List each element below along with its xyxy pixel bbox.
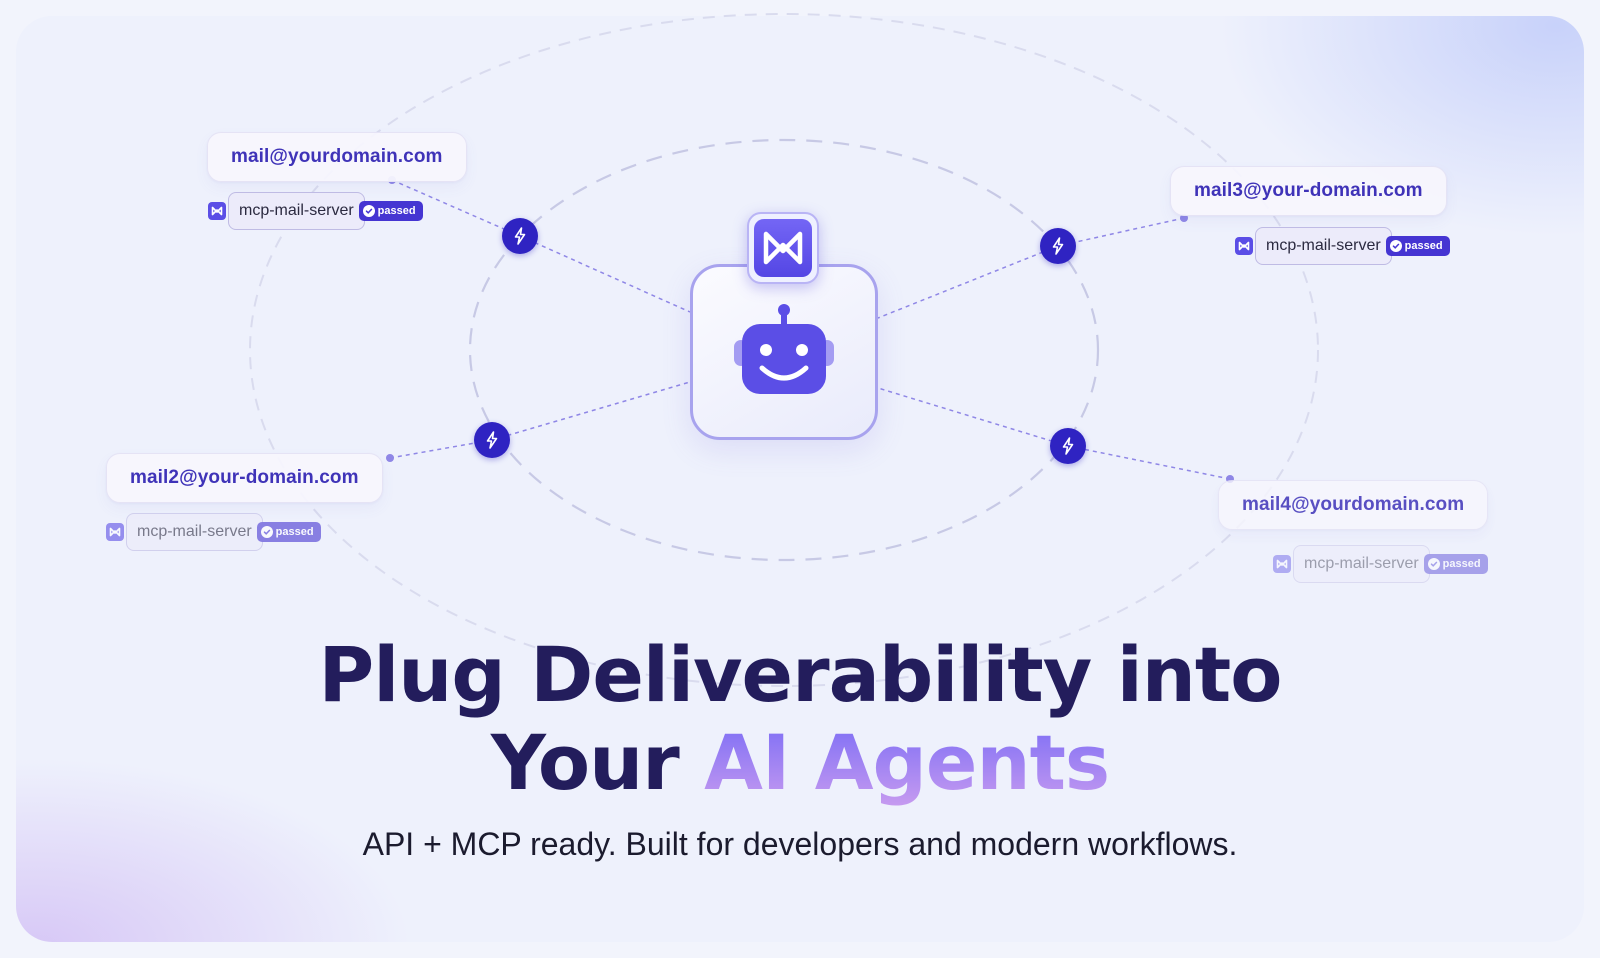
inner-orbit <box>468 138 1100 562</box>
status-badge: passed <box>1423 554 1488 574</box>
mailmodo-mini-icon <box>1273 555 1291 573</box>
lightning-bolt-icon <box>1050 428 1086 464</box>
status-text: passed <box>1442 558 1481 570</box>
connector-line <box>877 245 1059 319</box>
email-pill-2: mail2@your-domain.com <box>106 453 383 503</box>
lightning-bolt-icon <box>474 422 510 458</box>
lightning-bolt-icon <box>502 218 538 254</box>
mailmodo-mini-icon <box>106 523 124 541</box>
connector-line <box>1067 445 1231 480</box>
status-text: passed <box>1404 240 1443 252</box>
connector-line <box>877 387 1069 447</box>
headline-accent: AI Agents <box>704 718 1110 807</box>
email-pill-1: mail@yourdomain.com <box>207 132 467 182</box>
robot-icon <box>732 302 836 403</box>
status-badge: passed <box>358 201 423 221</box>
status-badge: passed <box>1385 236 1450 256</box>
status-badge: passed <box>256 522 321 542</box>
subtitle: API + MCP ready. Built for developers an… <box>362 826 1238 862</box>
server-row-2: mcp-mail-server passed <box>106 512 321 552</box>
connector-line <box>491 381 691 441</box>
headline-line-1: Plug Deliverability into <box>318 630 1283 719</box>
server-row-3: mcp-mail-server passed <box>1235 226 1450 266</box>
email-pill-3: mail3@your-domain.com <box>1170 166 1447 216</box>
connector-dot <box>1180 214 1188 222</box>
status-text: passed <box>275 526 314 538</box>
check-icon <box>362 205 375 217</box>
headline-line-2: Your AI Agents <box>0 718 1600 808</box>
connector-line <box>519 235 691 313</box>
server-label: mcp-mail-server <box>228 192 365 230</box>
mailmodo-mini-icon <box>208 202 226 220</box>
connector-dot <box>386 454 394 462</box>
email-address: mail4@yourdomain.com <box>1242 494 1465 515</box>
check-icon <box>1389 240 1402 252</box>
status-text: passed <box>377 205 416 217</box>
mailmodo-mini-icon <box>1235 237 1253 255</box>
server-row-1: mcp-mail-server passed <box>208 191 423 231</box>
connector-line <box>389 439 493 459</box>
server-label: mcp-mail-server <box>1255 227 1392 265</box>
check-icon <box>260 526 273 538</box>
server-label: mcp-mail-server <box>126 513 263 551</box>
email-address: mail3@your-domain.com <box>1194 180 1423 201</box>
headline-plain: Your <box>490 718 680 807</box>
email-address: mail2@your-domain.com <box>130 467 359 488</box>
outer-orbit <box>249 13 1319 687</box>
check-icon <box>1427 558 1440 570</box>
mailmodo-logo-icon <box>747 212 819 284</box>
lightning-bolt-icon <box>1040 228 1076 264</box>
email-pill-4: mail4@yourdomain.com <box>1218 480 1489 530</box>
connector-line <box>1057 217 1185 247</box>
server-row-4: mcp-mail-server passed <box>1273 544 1488 584</box>
email-address: mail@yourdomain.com <box>231 146 443 167</box>
server-label: mcp-mail-server <box>1293 545 1430 583</box>
